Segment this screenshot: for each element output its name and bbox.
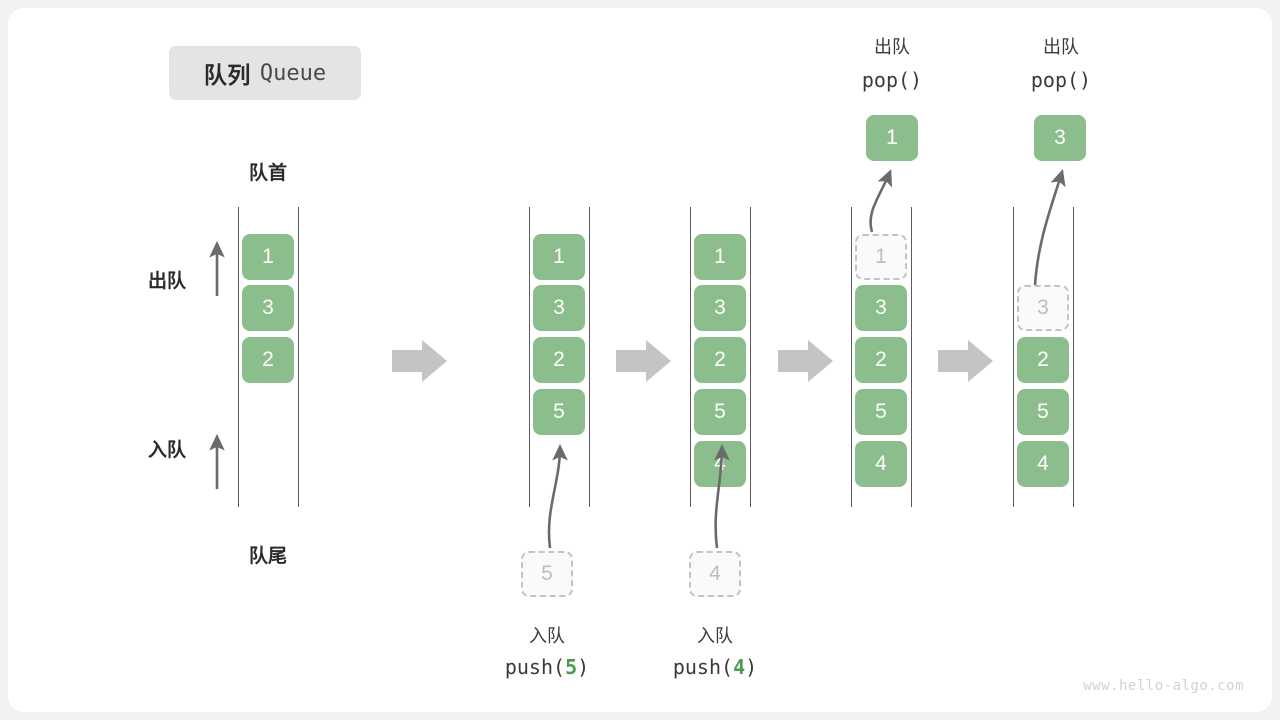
queue-cell: 2	[694, 337, 746, 383]
queue-cell-ghost: 1	[855, 234, 907, 280]
rail-left	[851, 207, 852, 507]
popped-element-1: 1	[866, 115, 918, 161]
push-5-call-prefix: push(	[504, 655, 566, 679]
queue-cell: 1	[533, 234, 585, 280]
rail-left	[1013, 207, 1014, 507]
pop-1-call: pop()	[861, 68, 923, 92]
queue-cell: 3	[533, 285, 585, 331]
queue-cell: 5	[855, 389, 907, 435]
queue-column-after-pop-3: 3 2 5 4	[1013, 207, 1075, 507]
push-4-call-suffix: )	[745, 655, 758, 679]
rail-right	[589, 207, 590, 507]
rail-left	[690, 207, 691, 507]
label-dequeue-side: 出队	[148, 271, 187, 292]
rail-right	[1073, 207, 1074, 507]
diagram-card	[8, 8, 1272, 712]
queue-cell: 2	[1017, 337, 1069, 383]
push-source-ghost-4: 4	[689, 551, 741, 597]
push-source-ghost-5: 5	[521, 551, 573, 597]
queue-cell: 3	[855, 285, 907, 331]
push-4-caption-cn: 入队	[697, 626, 733, 646]
rail-right	[750, 207, 751, 507]
rail-left	[238, 207, 239, 507]
pop-3-caption-cn: 出队	[1043, 37, 1079, 57]
push-4-call-value: 4	[733, 655, 746, 679]
queue-cell: 2	[855, 337, 907, 383]
push-4-call: push(4)	[650, 655, 780, 679]
popped-element-3: 3	[1034, 115, 1086, 161]
queue-cell: 3	[694, 285, 746, 331]
push-5-call-suffix: )	[577, 655, 590, 679]
queue-cell: 5	[533, 389, 585, 435]
queue-cell: 1	[242, 234, 294, 280]
queue-cell: 2	[533, 337, 585, 383]
queue-cell: 3	[242, 285, 294, 331]
queue-cell: 4	[855, 441, 907, 487]
label-queue-head: 队首	[248, 163, 287, 184]
queue-cell: 4	[1017, 441, 1069, 487]
rail-right	[911, 207, 912, 507]
title-chinese: 队列	[203, 62, 251, 88]
queue-cell: 5	[694, 389, 746, 435]
queue-column-initial: 1 3 2	[238, 207, 300, 507]
queue-column-after-push-5: 1 3 2 5	[529, 207, 591, 507]
title-english: Queue	[259, 60, 327, 86]
label-enqueue-side: 入队	[148, 440, 187, 461]
queue-cell: 2	[242, 337, 294, 383]
queue-cell: 1	[694, 234, 746, 280]
push-4-call-prefix: push(	[672, 655, 734, 679]
push-5-caption-cn: 入队	[529, 626, 565, 646]
push-5-call-value: 5	[565, 655, 578, 679]
label-queue-tail: 队尾	[248, 546, 287, 567]
queue-column-after-push-4: 1 3 2 5 4	[690, 207, 752, 507]
watermark: www.hello-algo.com	[1083, 678, 1244, 694]
queue-cell: 5	[1017, 389, 1069, 435]
queue-cell: 4	[694, 441, 746, 487]
title-badge: 队列 Queue	[169, 46, 361, 100]
pop-3-call: pop()	[1030, 68, 1092, 92]
push-5-call: push(5)	[482, 655, 612, 679]
pop-1-caption-cn: 出队	[874, 37, 910, 57]
queue-cell-ghost: 3	[1017, 285, 1069, 331]
rail-right	[298, 207, 299, 507]
queue-column-after-pop-1: 1 3 2 5 4	[851, 207, 913, 507]
rail-left	[529, 207, 530, 507]
